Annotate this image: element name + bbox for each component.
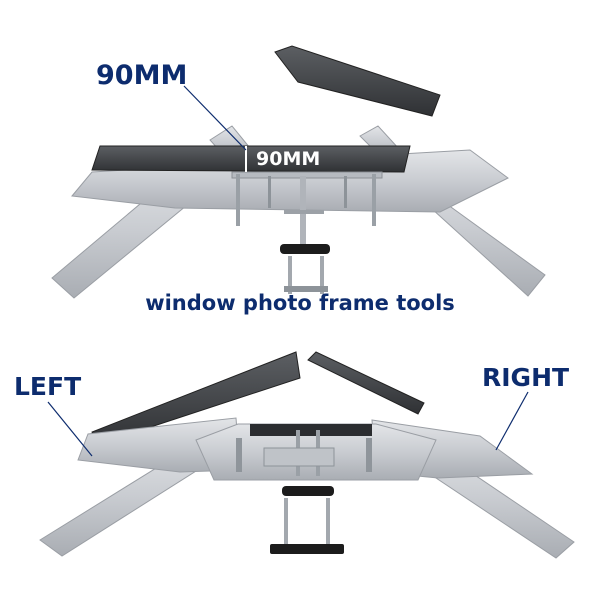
mounted-stone-bar — [91, 145, 411, 173]
measurement-label-inner: 90MM — [256, 148, 321, 170]
assembled-tool — [51, 45, 546, 299]
measurement-label: 90MM — [96, 60, 188, 91]
disassembled-tool — [39, 351, 575, 559]
left-label: LEFT — [14, 372, 82, 401]
loose-stone-bar — [274, 45, 441, 117]
right-label: RIGHT — [482, 363, 570, 392]
right-stone-bar — [307, 351, 425, 415]
caption-text: window photo frame tools — [145, 291, 455, 315]
